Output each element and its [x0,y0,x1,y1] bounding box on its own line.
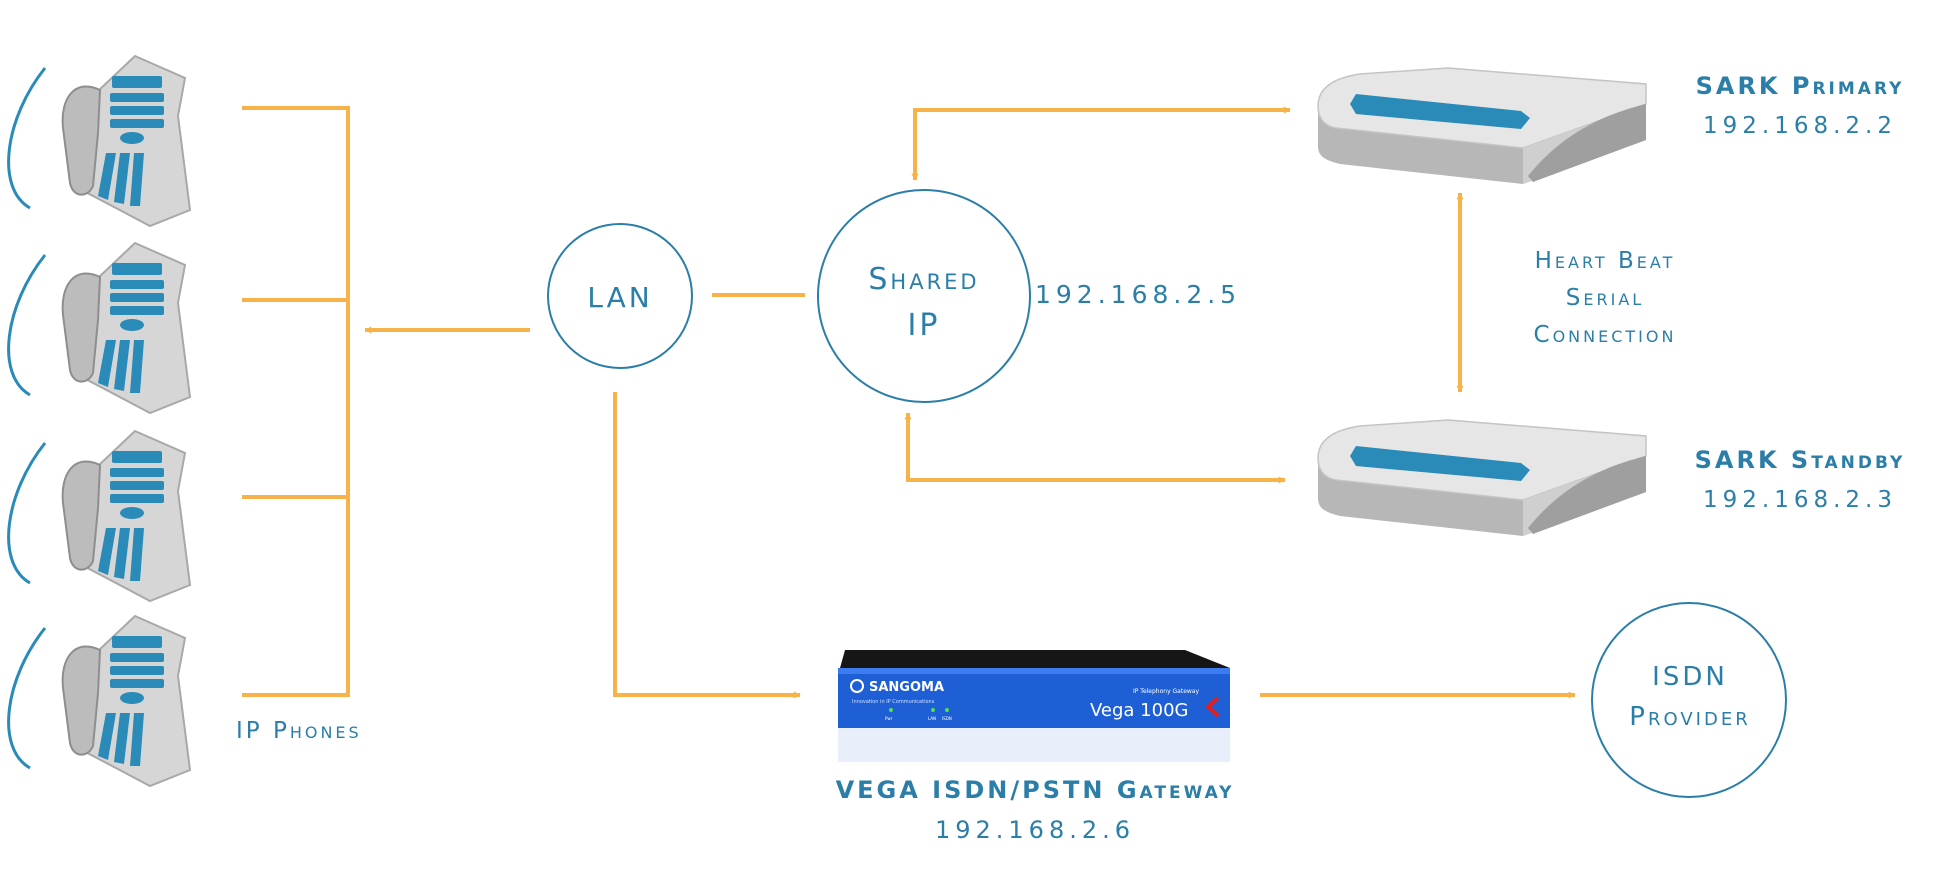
sark-primary-address: 192.168.2.2 [1703,113,1897,139]
connectors [242,106,1576,699]
gateway-led-label: ISDN [942,716,952,721]
gateway-led [889,708,893,712]
gateway-appliance-icon[interactable]: SANGOMA Innovation in IP Communications … [838,650,1230,762]
gateway-led [945,708,949,712]
ip-phone-icon[interactable] [7,54,192,228]
shared-ip-address: 192.168.2.5 [1035,280,1242,309]
server-appliance-icon[interactable] [1317,67,1647,185]
shared-ip-node[interactable] [817,189,1031,403]
gateway-brand: SANGOMA [869,680,944,695]
lan-label: LAN [587,281,653,314]
gateway-led-label: Pwr [885,716,893,721]
isdn-label-line2: Provider [1629,702,1751,732]
gateway-logo-chevron [1205,696,1220,718]
gateway-brand-tagline: Innovation in IP Communications [852,699,935,705]
sark-standby-label: SARK Standby [1694,446,1906,474]
lan-node[interactable] [547,223,693,369]
gateway-address: 192.168.2.6 [934,816,1136,844]
gateway-label: VEGA ISDN/PSTN Gateway [835,776,1235,804]
isdn-provider-node[interactable] [1591,602,1787,798]
ip-phones-label: IP Phones [236,718,362,744]
shared-ip-label-line1: Shared [868,262,980,297]
shared-ip-label-line2: IP [907,308,941,343]
shared-ip-standby-arrow [904,412,1286,484]
heartbeat-line3: Connection [1533,322,1677,348]
isdn-label-line1: ISDN [1652,662,1728,692]
heartbeat-line1: Heart Beat [1534,248,1676,274]
shared-ip-primary-arrow [911,106,1291,181]
heartbeat-line2: Serial [1565,285,1645,311]
gateway-model: Vega 100G [1090,700,1188,721]
ip-phone-icon[interactable] [7,614,192,788]
ip-phone-icon[interactable] [7,241,192,415]
ip-phone-icon[interactable] [7,429,192,603]
lan-to-gateway-arrow [613,392,801,699]
sark-primary-label: SARK Primary [1695,72,1905,100]
sark-standby-address: 192.168.2.3 [1703,487,1897,513]
server-appliance-icon[interactable] [1317,419,1647,537]
gateway-led [931,708,935,712]
gateway-led-label: LAN [928,716,936,721]
gateway-model-caption: IP Telephony Gateway [1133,688,1199,695]
